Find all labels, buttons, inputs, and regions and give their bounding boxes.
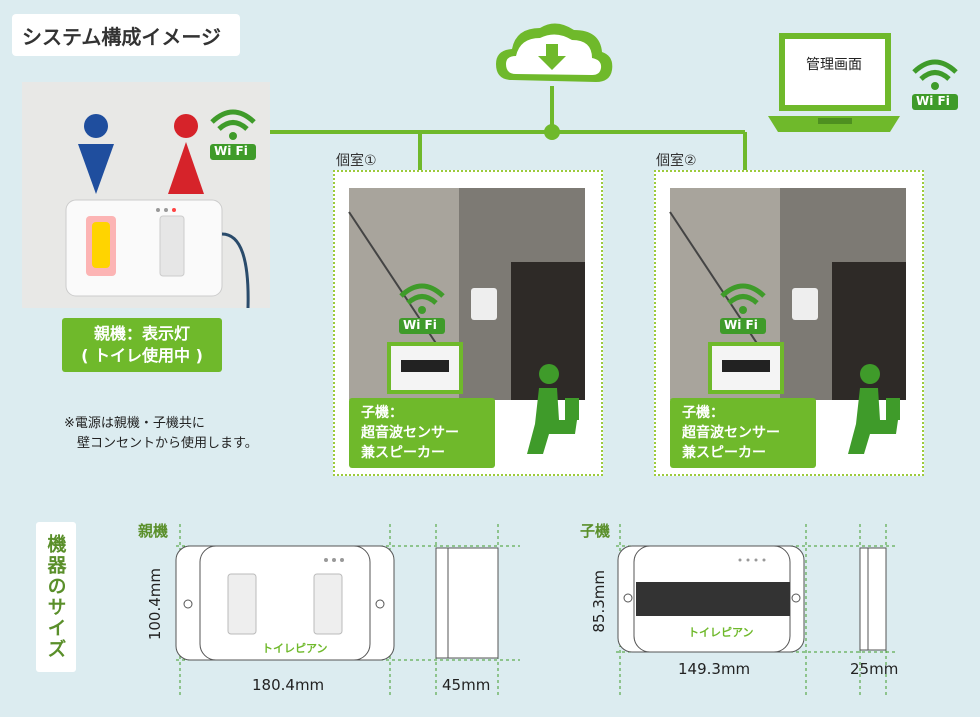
laptop-icon <box>766 32 902 140</box>
parent-label-line2: ( トイレ使用中 ) <box>81 346 203 365</box>
parent-device-drawing <box>175 524 520 696</box>
room1-box: Wi Fi 子機： 超音波センサー 兼スピーカー <box>333 170 603 476</box>
wifi-label: Wi Fi <box>403 318 437 332</box>
wifi-label: Wi Fi <box>724 318 758 332</box>
room2-box: Wi Fi 子機： 超音波センサー 兼スピーカー <box>654 170 924 476</box>
female-head <box>174 114 198 138</box>
child-device-photo <box>708 342 784 394</box>
power-cable <box>221 232 250 309</box>
brand-logo: トイレピアン <box>688 626 754 639</box>
power-note: ※電源は親機・子機共に 壁コンセントから使用します。 <box>64 416 258 451</box>
toilet-sign-illustration <box>65 114 250 309</box>
parent-device-photo <box>22 82 270 309</box>
parent-label-line1: 親機：表示灯 <box>93 324 190 343</box>
brand-logo: トイレピアン <box>262 642 328 655</box>
parent-height: 100.4mm <box>146 568 164 641</box>
child-depth: 25mm <box>850 660 899 678</box>
parent-size-title: 親機 <box>138 522 169 540</box>
room1-title: 個室① <box>336 153 377 169</box>
child-device-drawing <box>616 524 896 696</box>
sizes-section-title: 機器のサイズ <box>36 522 76 672</box>
wifi-icon: Wi Fi <box>718 278 768 340</box>
child-height: 85.3mm <box>590 570 608 633</box>
female-body <box>168 142 204 194</box>
page-title: システム構成イメージ <box>12 14 240 56</box>
indicator-lamp <box>92 222 110 268</box>
wifi-icon: Wi Fi <box>208 104 258 166</box>
parent-depth: 45mm <box>442 676 491 694</box>
cloud-icon <box>496 23 613 83</box>
wifi-label: Wi Fi <box>916 94 950 108</box>
wifi-icon: Wi Fi <box>397 278 447 340</box>
parent-device-label: 親機：表示灯 ( トイレ使用中 ) <box>62 318 222 372</box>
room2-title: 個室② <box>656 153 697 169</box>
male-body <box>78 144 114 194</box>
room2-child-label: 子機： 超音波センサー 兼スピーカー <box>670 398 816 468</box>
wifi-icon: Wi Fi <box>910 54 960 116</box>
seated-person-icon <box>527 364 579 454</box>
parent-width: 180.4mm <box>252 676 325 694</box>
child-device-photo <box>387 342 463 394</box>
room1-child-label: 子機： 超音波センサー 兼スピーカー <box>349 398 495 468</box>
admin-screen-label: 管理画面 <box>806 57 862 73</box>
child-width: 149.3mm <box>678 660 751 678</box>
wifi-label: Wi Fi <box>214 144 248 158</box>
network-node <box>544 124 560 140</box>
male-head <box>84 114 108 138</box>
seated-person-icon <box>848 364 900 454</box>
child-size-title: 子機 <box>580 522 611 540</box>
